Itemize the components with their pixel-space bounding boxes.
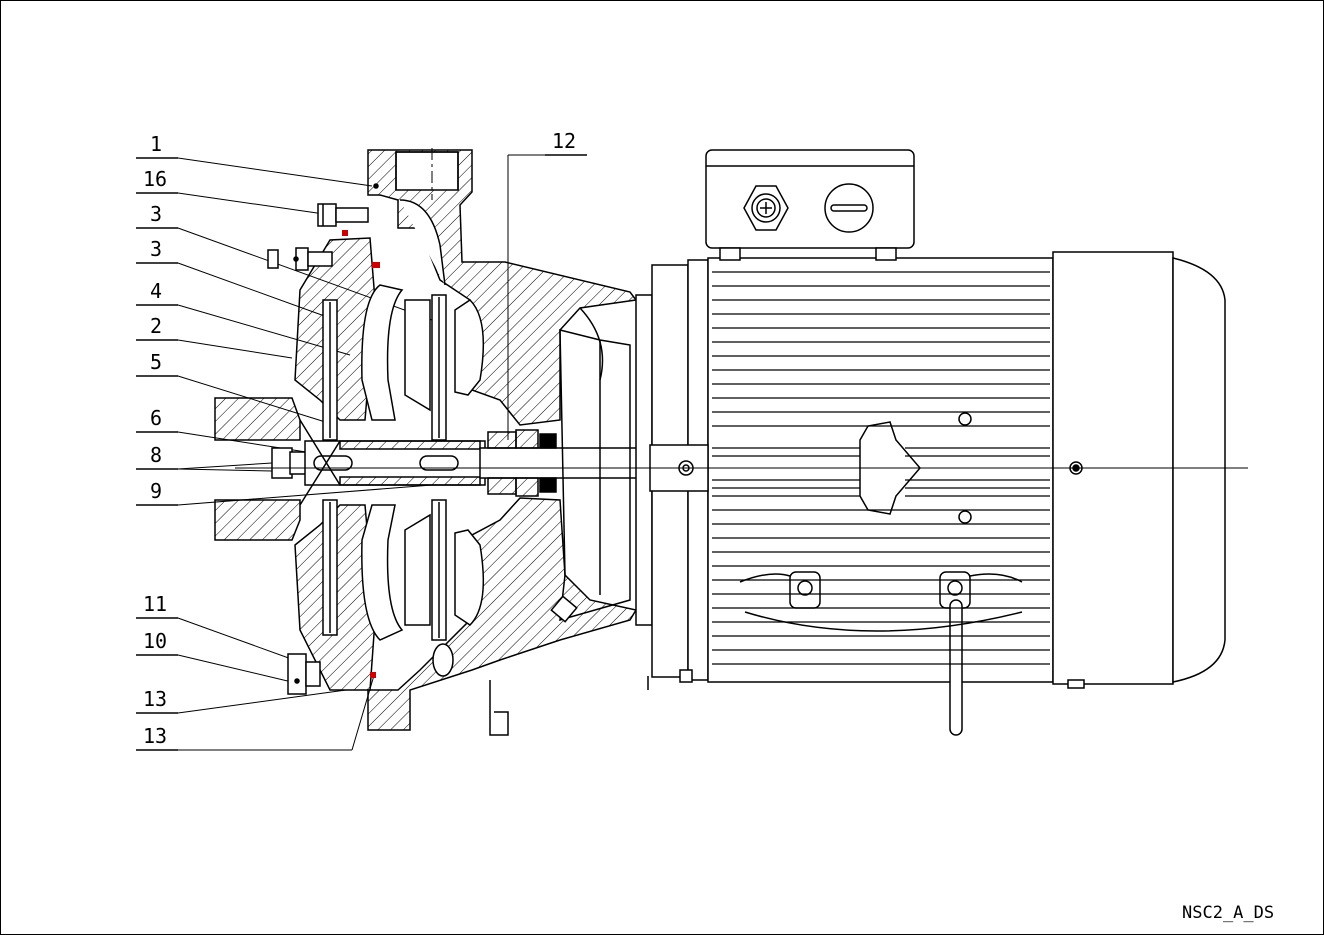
callout-16: 16 [143,167,167,191]
mechanical-seal [487,429,557,497]
drawing-code: NSC2_A_DS [1182,903,1274,923]
callout-13b: 13 [143,724,167,748]
callout-12: 12 [552,129,576,153]
callout-text: 1 16 3 3 4 2 5 6 8 9 11 10 13 13 12 [143,129,576,748]
impellers [322,294,454,677]
callout-2: 2 [150,314,162,338]
callout-8: 8 [150,443,162,467]
motor-fins [712,271,1050,665]
callout-10: 10 [143,629,167,653]
callout-1: 1 [150,132,162,156]
callout-3b: 3 [150,237,162,261]
volute-channels [361,284,485,641]
casing-bolts [267,183,379,695]
callout-13a: 13 [143,687,167,711]
o-rings [342,230,380,678]
callout-3a: 3 [150,202,162,226]
callout-11: 11 [143,592,167,616]
callout-6: 6 [150,406,162,430]
callout-9: 9 [150,479,162,503]
centerline [235,148,1248,469]
pump-casing [214,149,638,736]
callout-4: 4 [150,279,162,303]
shaft [271,419,641,506]
callout-5: 5 [150,350,162,374]
electric-motor [635,149,1226,736]
